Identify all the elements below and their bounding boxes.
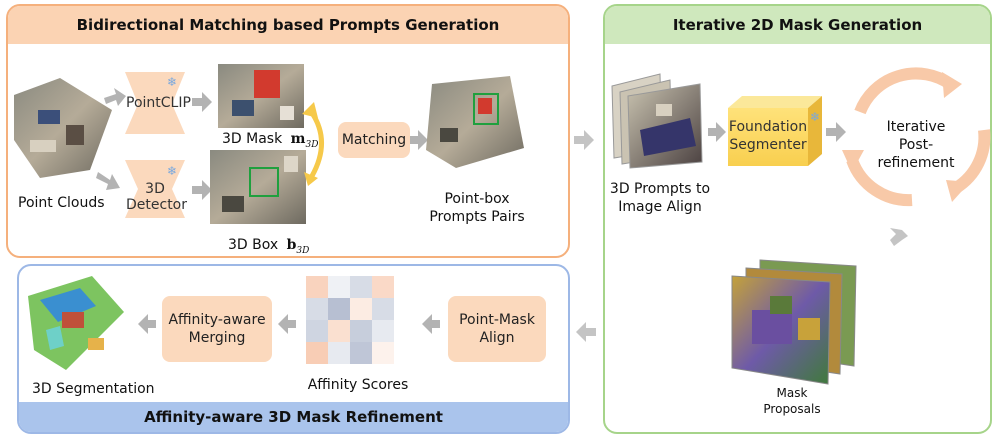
mask-3d-text: 3D Mask xyxy=(222,131,283,147)
snowflake-icon: ❄ xyxy=(810,110,821,124)
foundation-label-line1: Foundation xyxy=(728,119,808,135)
pairs-label-line2: Prompts Pairs xyxy=(429,209,525,225)
mask-3d-image xyxy=(218,64,304,128)
point-mask-label-line1: Point-Mask xyxy=(459,312,535,328)
detector-shape xyxy=(125,160,185,218)
mask-generation-title: Iterative 2D Mask Generation xyxy=(605,6,990,44)
point-mask-label-line2: Align xyxy=(479,330,515,346)
affinity-cell xyxy=(350,342,372,364)
arrow-to-merging xyxy=(278,314,296,334)
affinity-matrix xyxy=(306,276,394,364)
arrow-to-segmentation xyxy=(138,314,156,334)
arrow-to-refinement-panel xyxy=(576,322,596,342)
box-3d-image xyxy=(210,150,306,224)
affinity-merging-box: Affinity-aware Merging xyxy=(162,296,272,362)
merging-label-line2: Merging xyxy=(188,330,246,346)
box-3d-label: 3D Box b3D xyxy=(228,236,309,260)
point-cloud-image xyxy=(14,78,112,178)
proposals-label-line2: Proposals xyxy=(763,402,821,416)
bidirectional-arrow-head-bottom xyxy=(304,172,318,186)
iterative-label-line1: Iterative xyxy=(886,119,946,135)
affinity-cell xyxy=(306,342,328,364)
affinity-cell xyxy=(350,298,372,320)
pairs-label-line1: Point-box xyxy=(444,191,510,207)
affinity-cell xyxy=(350,276,372,298)
arrow-to-foundation xyxy=(708,122,726,142)
point-box-pairs-image xyxy=(426,76,524,168)
affinity-cell xyxy=(372,342,394,364)
arrow-to-refinement xyxy=(826,122,846,142)
box-3d-symbol: b xyxy=(286,237,297,253)
mask-3d-symbol: m xyxy=(290,131,306,147)
arrow-to-proposals xyxy=(890,228,908,246)
pointclip-label: PointCLIP xyxy=(126,95,191,111)
affinity-cell xyxy=(350,320,372,342)
box-3d-subscript: 3D xyxy=(296,245,310,256)
affinity-cell xyxy=(328,320,350,342)
arrow-to-detector xyxy=(96,172,120,190)
detector-label-line1: 3D xyxy=(145,181,165,197)
foundation-segmenter-cube xyxy=(728,96,822,166)
mask-refinement-title: Affinity-aware 3D Mask Refinement xyxy=(19,402,568,432)
arrow-to-affinity xyxy=(422,314,440,334)
mask-3d-subscript: 3D xyxy=(305,139,319,150)
affinity-cell xyxy=(328,298,350,320)
mask-3d-label: 3D Mask m3D xyxy=(222,130,318,154)
affinity-cell xyxy=(328,342,350,364)
iterative-cycle-heads xyxy=(842,72,970,202)
proposals-label-line1: Mask xyxy=(776,386,808,400)
point-clouds-label: Point Clouds xyxy=(18,195,105,211)
detector-label-line2: Detector xyxy=(126,197,188,213)
merging-label-line1: Affinity-aware xyxy=(168,312,266,328)
affinity-cell xyxy=(372,276,394,298)
arrow-to-box xyxy=(192,180,212,200)
affinity-scores-label: Affinity Scores xyxy=(307,377,409,393)
affinity-cell xyxy=(328,276,350,298)
segmentation-3d-image xyxy=(28,276,124,370)
segmentation-label: 3D Segmentation xyxy=(32,381,155,397)
affinity-cell xyxy=(372,298,394,320)
arrow-to-mask xyxy=(192,92,212,112)
point-mask-align-box: Point-Mask Align xyxy=(448,296,546,362)
affinity-cell xyxy=(306,298,328,320)
bidirectional-arrow-head-top xyxy=(302,102,318,118)
mask-proposals-image xyxy=(731,259,857,385)
matching-box: Matching xyxy=(338,122,410,158)
arrow-to-pairs xyxy=(410,130,428,150)
pointclip-shape xyxy=(125,72,185,134)
iterative-label-line2: Post- xyxy=(898,137,934,153)
affinity-cell xyxy=(306,320,328,342)
affinity-cell xyxy=(372,320,394,342)
iterative-label-line3: refinement xyxy=(877,155,955,171)
foundation-label-line2: Segmenter xyxy=(729,137,807,153)
align-label-line2: Image Align xyxy=(618,199,702,215)
affinity-cell xyxy=(306,276,328,298)
aligned-images-stack xyxy=(611,73,703,169)
snowflake-icon: ❄ xyxy=(167,164,178,178)
snowflake-icon: ❄ xyxy=(167,75,178,89)
box-3d-text: 3D Box xyxy=(228,237,279,253)
prompts-generation-title: Bidirectional Matching based Prompts Gen… xyxy=(8,6,568,44)
arrow-to-mask-generation xyxy=(574,130,594,150)
align-label-line1: 3D Prompts to xyxy=(609,181,711,197)
arrow-to-pointclip xyxy=(104,88,126,106)
